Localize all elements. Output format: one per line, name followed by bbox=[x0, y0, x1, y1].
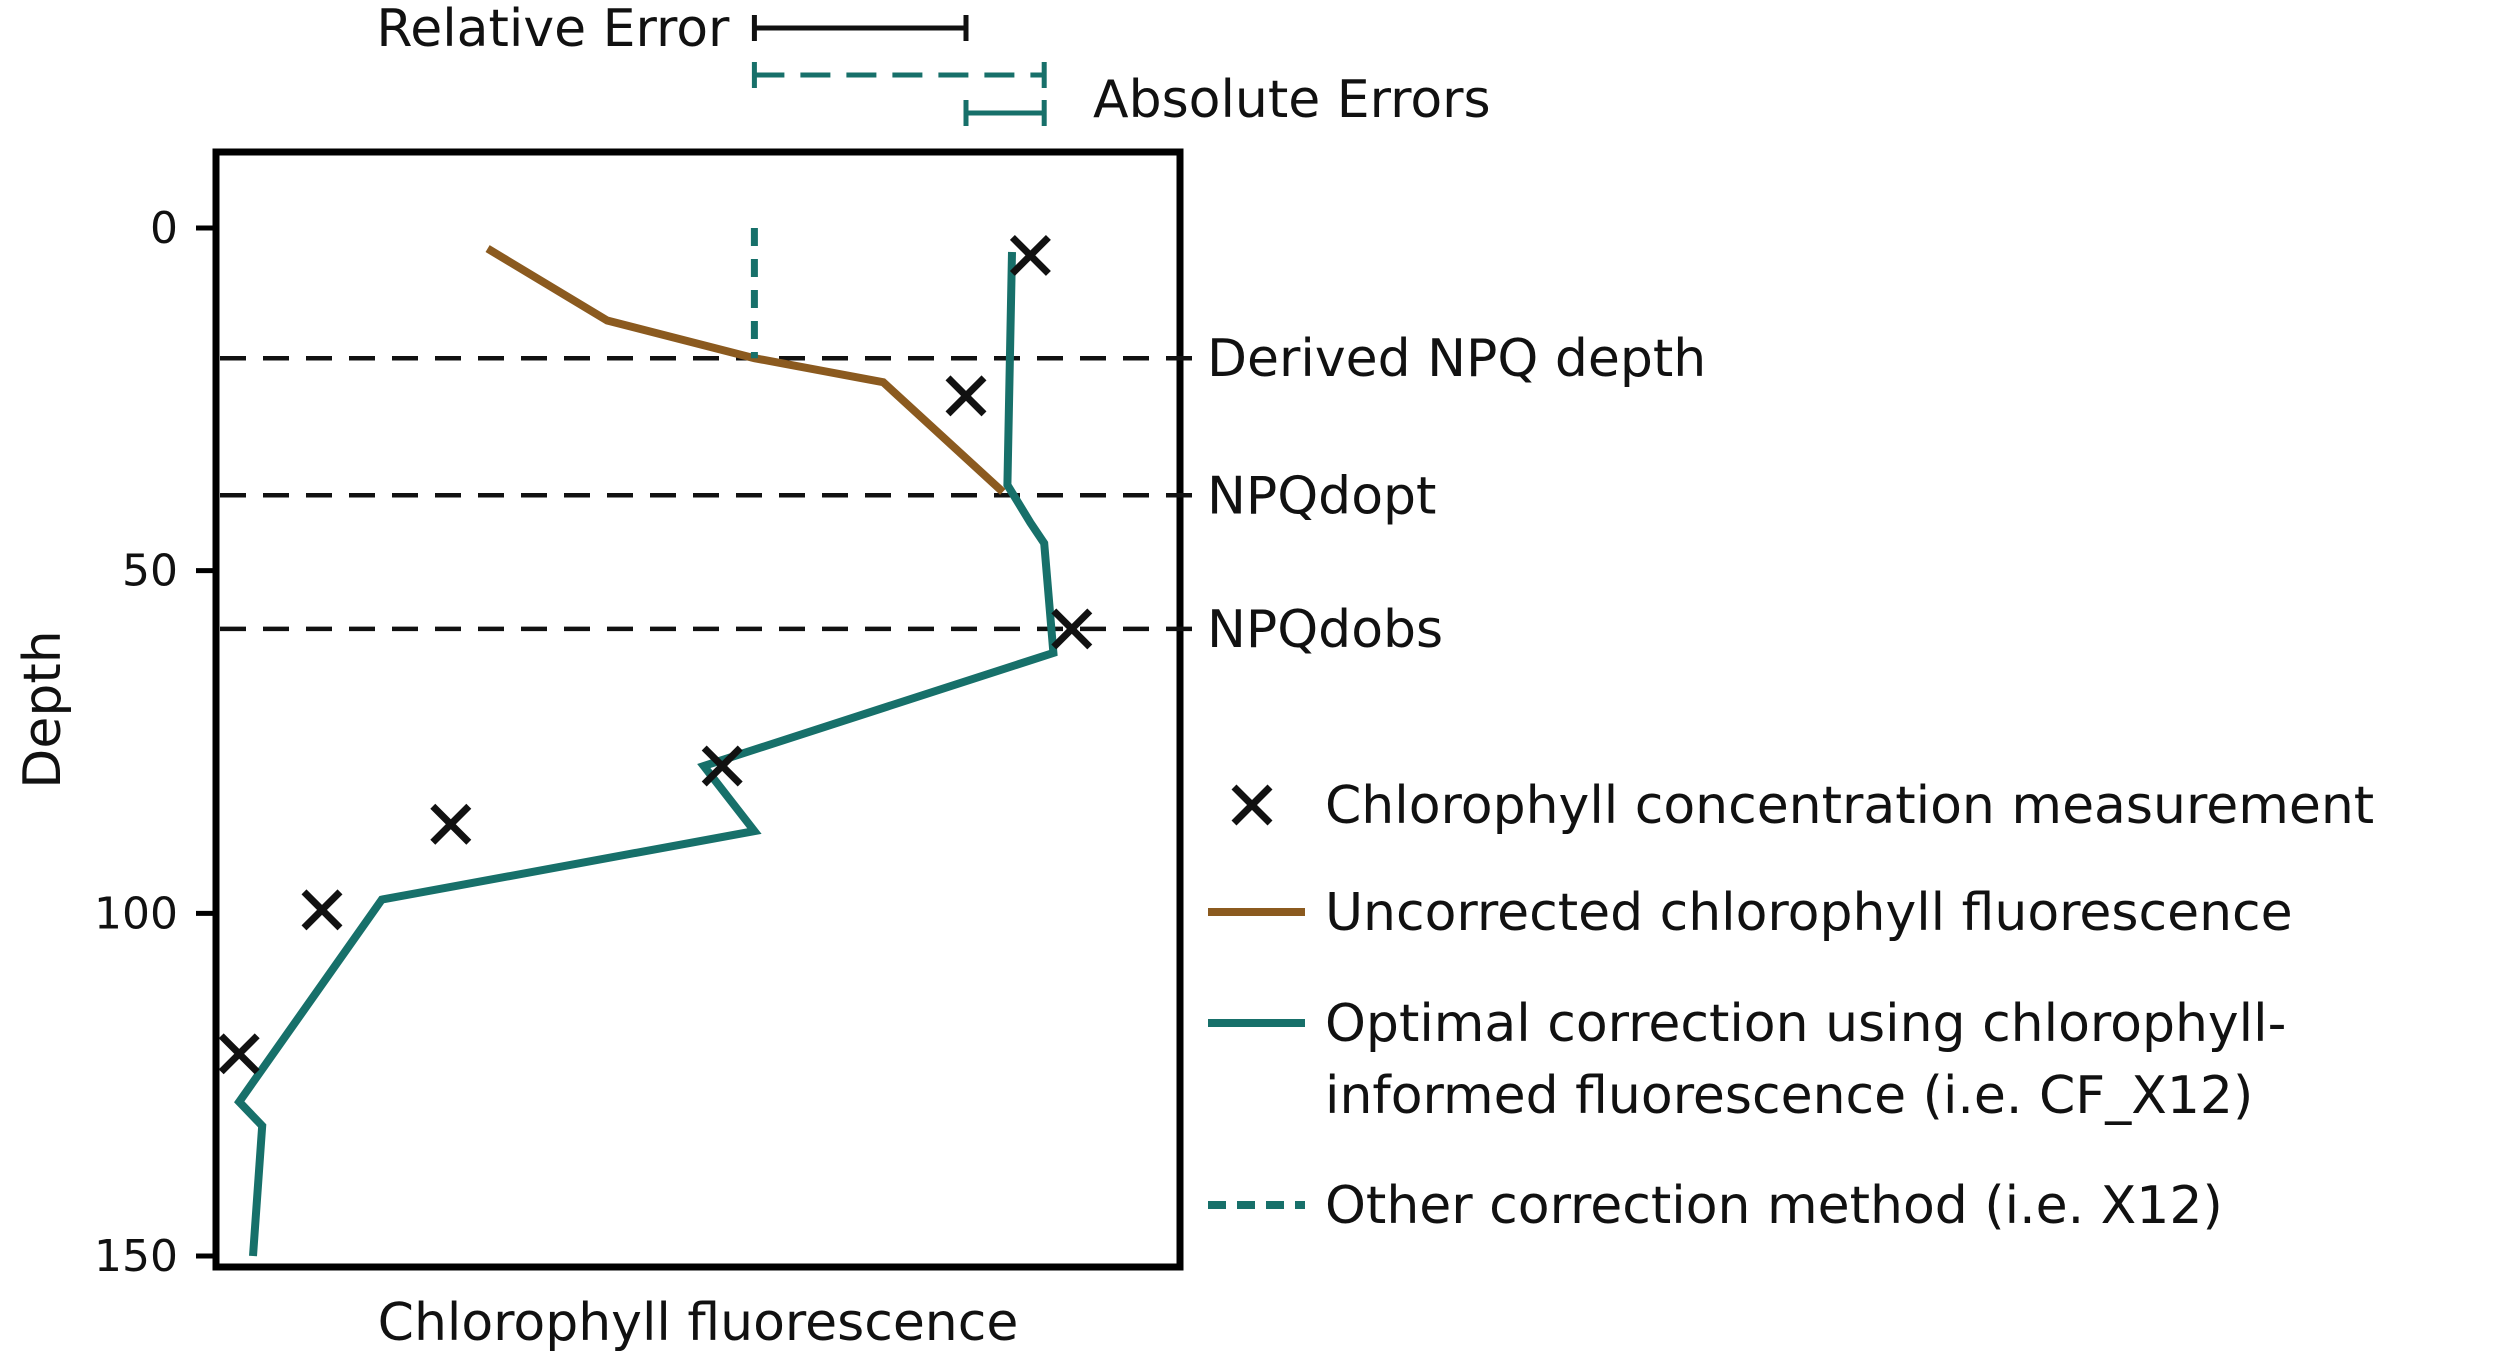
marker-stroke bbox=[218, 1033, 260, 1075]
marker-stroke bbox=[301, 889, 343, 931]
plot-frame bbox=[212, 148, 1184, 1271]
y-tick-label: 0 bbox=[150, 203, 178, 254]
legend-label: Other correction method (i.e. X12) bbox=[1325, 1176, 2223, 1236]
legend: Chlorophyll concentration measurementUnc… bbox=[1208, 776, 2374, 1236]
y-tick-label: 50 bbox=[122, 546, 178, 597]
measurement-marker bbox=[1051, 608, 1093, 650]
legend-label: Chlorophyll concentration measurement bbox=[1325, 776, 2374, 836]
x-axis-label: Chlorophyll fluorescence bbox=[378, 1293, 1019, 1353]
legend-label: informed fluorescence (i.e. CF_X12) bbox=[1325, 1066, 2253, 1126]
y-tick-label: 150 bbox=[94, 1231, 178, 1282]
relative-error-bar bbox=[751, 15, 969, 41]
measurement-marker bbox=[301, 889, 343, 931]
measurement-marker bbox=[218, 1033, 260, 1075]
reference-depth-label: Derived NPQ depth bbox=[1207, 329, 1706, 389]
absolute-error-bar bbox=[751, 62, 1047, 88]
marker-stroke bbox=[945, 375, 987, 417]
y-tick-label: 100 bbox=[94, 888, 178, 939]
measurement-marker bbox=[430, 803, 472, 845]
legend-item: Optimal correction using chlorophyll-inf… bbox=[1208, 994, 2286, 1126]
marker-stroke bbox=[1051, 608, 1093, 650]
marker-stroke bbox=[701, 745, 743, 787]
relative-error-label: Relative Error bbox=[376, 0, 730, 59]
measurement-marker bbox=[1009, 234, 1051, 276]
measurement-marker bbox=[945, 375, 987, 417]
legend-label: Optimal correction using chlorophyll- bbox=[1325, 994, 2286, 1054]
legend-item: Other correction method (i.e. X12) bbox=[1208, 1176, 2223, 1236]
legend-item: Chlorophyll concentration measurement bbox=[1231, 776, 2374, 836]
legend-item: Uncorrected chlorophyll fluorescence bbox=[1208, 883, 2293, 943]
measurement-marker bbox=[701, 745, 743, 787]
absolute-error-bar bbox=[963, 100, 1047, 126]
reference-depth-label: NPQdopt bbox=[1207, 466, 1436, 526]
reference-depth-label: NPQdobs bbox=[1207, 600, 1443, 660]
series-line-1 bbox=[234, 251, 1058, 1257]
y-axis-label: Depth bbox=[13, 630, 73, 788]
series-line-0 bbox=[485, 245, 1006, 495]
marker-stroke bbox=[1009, 234, 1051, 276]
legend-label: Uncorrected chlorophyll fluorescence bbox=[1325, 883, 2293, 943]
absolute-errors-label: Absolute Errors bbox=[1093, 70, 1491, 130]
marker-stroke bbox=[430, 803, 472, 845]
legend-marker-x bbox=[1231, 784, 1273, 826]
